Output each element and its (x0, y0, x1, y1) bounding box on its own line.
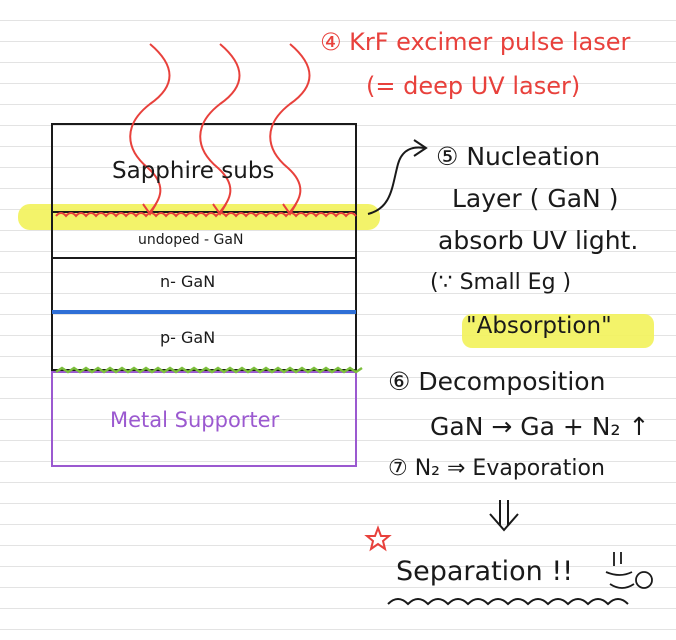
absorption-label: "Absorption" (466, 313, 612, 339)
sapphire-label: Sapphire subs (112, 158, 275, 184)
face-doodle-icon (605, 552, 653, 589)
undoped-gan-label: undoped - GaN (138, 232, 244, 248)
nucleation-layer-dots (55, 212, 357, 218)
laser-arrows (129, 43, 311, 216)
evaporation-line: ⑦ N₂ ⇒ Evaporation (388, 456, 605, 481)
nucleation-note-line4: (∵ Small Eg ) (430, 270, 572, 295)
n-gan-label: n- GaN (160, 272, 216, 291)
star-icon (364, 525, 392, 552)
decomposition-reaction: GaN → Ga + N₂ ↑ (430, 412, 650, 441)
wavy-underline (387, 598, 629, 606)
absorption-highlight (462, 314, 654, 348)
laser-note-line1: ④ KrF excimer pulse laser (320, 28, 631, 56)
metal-supporter-label: Metal Supporter (110, 408, 280, 432)
callout-arrow (367, 146, 425, 215)
laser-arrow-1 (129, 43, 171, 213)
decomposition-line1: ⑥ Decomposition (388, 367, 606, 396)
bonding-layer-squiggle (55, 366, 363, 374)
laser-arrow-3 (269, 43, 311, 213)
nucleation-highlight (18, 204, 380, 230)
callout-arrowhead (413, 139, 428, 157)
laser-note-line2: (= deep UV laser) (366, 72, 581, 100)
metal-supporter-layer (51, 371, 357, 467)
down-arrow-icon (489, 500, 519, 532)
separation-label: Separation !! (396, 556, 574, 587)
nucleation-note-line1: ⑤ Nucleation (436, 142, 601, 171)
p-gan-label: p- GaN (160, 328, 216, 347)
nucleation-note-line2: Layer ( GaN ) (452, 184, 619, 213)
laser-arrow-2 (199, 43, 241, 213)
nucleation-note-line3: absorb UV light. (438, 226, 639, 255)
